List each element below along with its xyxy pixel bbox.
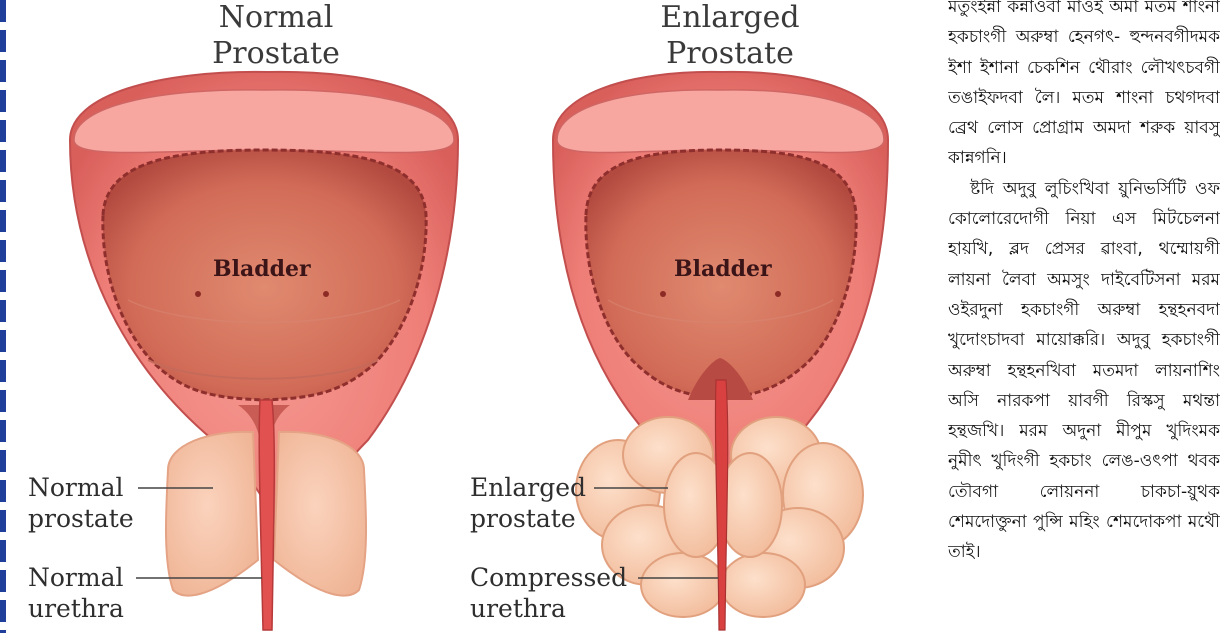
enlarged-prostate-label: Enlarged prostate: [470, 472, 586, 534]
normal-urethra-label: Normal urethra: [28, 562, 124, 624]
normal-urethra-line1: Normal: [28, 562, 124, 593]
compressed-urethra-label: Compressed urethra: [470, 562, 627, 624]
enlarged-prostate-line2: prostate: [470, 503, 586, 534]
normal-title-line1: Normal: [166, 0, 386, 36]
anatomy-drawing: [8, 0, 938, 633]
enlarged-prostate-title: Enlarged Prostate: [620, 0, 840, 72]
normal-prostate-label: Normal prostate: [28, 472, 134, 534]
compressed-urethra-line1: Compressed: [470, 562, 627, 593]
compressed-urethra-line2: urethra: [470, 593, 627, 624]
enlarged-title-line2: Prostate: [620, 36, 840, 72]
normal-prostate-title: Normal Prostate: [166, 0, 386, 72]
bladder-label-left: Bladder: [213, 256, 311, 282]
article-paragraph-1: মতুংইন্না কন্নাওবা মাওই অমা মতম শাংনা হক…: [948, 0, 1220, 174]
normal-urethra: [259, 400, 274, 630]
page-edge-strip: [0, 0, 6, 633]
enlarged-title-line1: Enlarged: [620, 0, 840, 36]
normal-title-line2: Prostate: [166, 36, 386, 72]
normal-prostate-line2: prostate: [28, 503, 134, 534]
normal-prostate-line1: Normal: [28, 472, 134, 503]
normal-urethra-line2: urethra: [28, 593, 124, 624]
prostate-illustration: Normal Prostate Enlarged Prostate Bladde…: [8, 0, 938, 633]
enlarged-prostate-line1: Enlarged: [470, 472, 586, 503]
article-paragraph-2: ষ্টদি অদুবু লুচিংখিবা য়ুনিভর্সিটি ওফ কো…: [948, 174, 1220, 568]
bladder-label-right: Bladder: [674, 256, 772, 282]
article-text-column: মতুংইন্না কন্নাওবা মাওই অমা মতম শাংনা হক…: [948, 0, 1220, 633]
